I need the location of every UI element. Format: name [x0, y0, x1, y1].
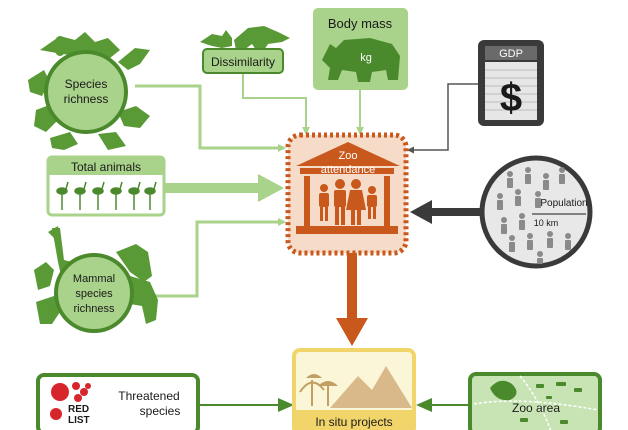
arrow-threatened — [198, 398, 294, 412]
red-list-logo-line2: LIST — [68, 415, 90, 426]
mammal-richness-label-line2: species — [75, 288, 113, 300]
anteater-icon — [200, 26, 290, 50]
body-mass-unit: kg — [360, 52, 372, 64]
population-scale-label: 10 km — [534, 218, 559, 228]
dissimilarity-node: Dissimilarity — [200, 26, 290, 74]
zoo-area-label: Zoo area — [512, 401, 560, 415]
rhino-icon — [322, 38, 400, 82]
connectors — [135, 74, 482, 412]
species-richness-node: Species richness — [28, 32, 150, 150]
in-situ-projects-label: In situ projects — [315, 415, 392, 429]
gdp-label: GDP — [499, 48, 523, 60]
gdp-node: GDP $ — [478, 40, 544, 126]
body-mass-node: Body mass kg — [313, 8, 408, 90]
arrow-zoo-to-insitu — [336, 253, 368, 346]
zoo-attendance-label-line1: Zoo — [339, 150, 358, 162]
total-animals-label: Total animals — [71, 160, 141, 174]
family-icon — [319, 179, 377, 225]
total-animals-node: Total animals — [46, 155, 166, 217]
red-list-logo-icon: RED LIST — [50, 382, 91, 426]
flamingos-icon — [56, 181, 157, 210]
arrow-species-richness — [135, 84, 286, 152]
dollar-icon: $ — [500, 76, 522, 120]
arrow-zoo-area — [416, 398, 470, 412]
arrow-mammal-richness — [150, 218, 286, 298]
zoo-attendance-node: Zoo attendance — [285, 132, 409, 256]
threatened-species-label-line1: Threatened — [118, 389, 179, 403]
mammal-species-richness-node: Mammal species richness — [34, 226, 158, 333]
mammal-richness-label-line1: Mammal — [73, 273, 115, 285]
dissimilarity-label: Dissimilarity — [211, 55, 275, 69]
species-richness-label-line2: richness — [64, 92, 109, 106]
threatened-species-node: RED LIST Threatened species — [36, 373, 200, 430]
population-label: Population — [540, 198, 587, 209]
body-mass-label: Body mass — [328, 16, 393, 31]
arrow-gdp — [407, 83, 478, 154]
people-icon — [497, 167, 571, 264]
wildlife-silhouettes-icon — [28, 32, 150, 150]
zoo-map-icon — [473, 375, 599, 430]
species-richness-label-line1: Species — [65, 77, 108, 91]
arrow-dissimilarity — [242, 74, 310, 135]
red-list-logo-line1: RED — [68, 404, 89, 415]
population-node: Population 10 km — [479, 155, 593, 269]
zoo-building-icon — [296, 142, 400, 166]
mammal-richness-label-line3: richness — [74, 303, 115, 315]
arrow-total-animals — [165, 174, 284, 202]
in-situ-projects-node: In situ projects — [292, 348, 416, 430]
landscape-icon — [299, 366, 412, 408]
arrow-population — [410, 200, 482, 224]
zoo-attendance-label-line2: attendance — [321, 164, 375, 176]
zoo-area-node: Zoo area — [468, 372, 602, 430]
threatened-species-label-line2: species — [140, 404, 181, 418]
